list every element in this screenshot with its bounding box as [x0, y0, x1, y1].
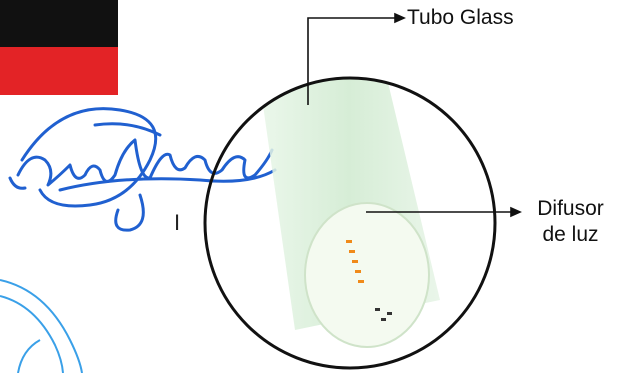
magnifier-circle-icon [205, 70, 495, 368]
stamp-seal-icon [0, 280, 82, 373]
signature-icon [10, 109, 275, 231]
tube-leader-arrow [395, 14, 404, 22]
diffuser-leader-arrow [511, 208, 520, 216]
tube-label: Tubo Glass [407, 5, 514, 31]
flag-red-stripe [0, 47, 118, 95]
diffuser-label-line1: Difusor [523, 196, 618, 222]
diffuser-label-line2: de luz [523, 222, 618, 248]
flag-black-stripe [0, 0, 118, 47]
light-diffuser [305, 203, 429, 347]
diffuser-label: Difusor de luz [523, 196, 618, 248]
margin-mark: I [174, 210, 180, 236]
flag-fragment [0, 0, 118, 95]
